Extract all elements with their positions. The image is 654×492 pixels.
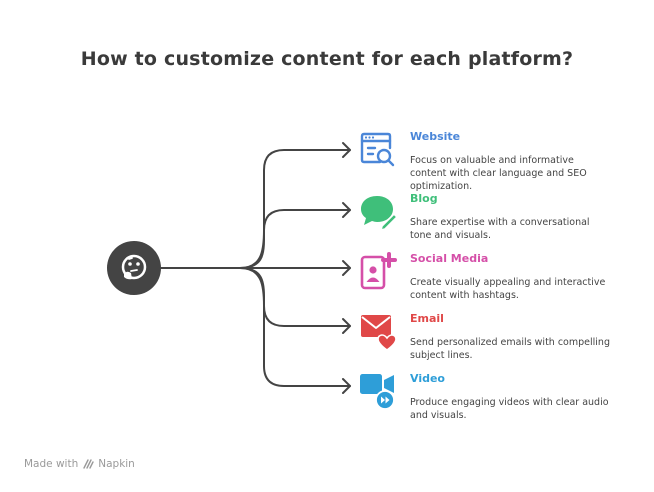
- connector-email: [160, 267, 351, 327]
- video-camera-icon: [360, 374, 395, 410]
- chat-pencil-icon: [361, 196, 398, 231]
- profile-add-icon: [360, 252, 397, 290]
- napkin-logo-icon: [83, 459, 94, 469]
- item-email-description: Send personalized emails with compelling…: [410, 337, 610, 361]
- item-website-heading: Website: [410, 130, 461, 143]
- item-blog-description: Share expertise with a conversational to…: [410, 217, 590, 241]
- footer-brand: Napkin: [98, 458, 135, 470]
- arrowhead-website: [342, 142, 351, 158]
- item-email-heading: Email: [410, 312, 444, 325]
- arrowhead-email: [342, 318, 351, 334]
- item-website-description: Focus on valuable and informative conten…: [410, 155, 587, 192]
- diagram-title: How to customize content for each platfo…: [80, 48, 574, 70]
- item-video-description: Produce engaging videos with clear audio…: [410, 397, 609, 421]
- thinking-face-icon: [121, 254, 147, 280]
- envelope-heart-icon: [361, 315, 397, 351]
- arrowhead-social: [342, 260, 351, 276]
- item-social-media-description: Create visually appealing and interactiv…: [410, 277, 606, 301]
- arrowhead-video: [342, 378, 351, 394]
- arrowhead-blog: [342, 202, 351, 218]
- item-social-media-heading: Social Media: [410, 252, 489, 265]
- center-hub: [107, 241, 161, 295]
- connector-blog: [160, 209, 351, 269]
- connector-video: [160, 267, 351, 387]
- footer-prefix: Made with: [24, 458, 79, 470]
- website-search-icon: [360, 132, 395, 167]
- item-blog-heading: Blog: [410, 192, 438, 205]
- footer-credit: Made with Napkin: [24, 458, 135, 470]
- item-video-heading: Video: [410, 372, 445, 385]
